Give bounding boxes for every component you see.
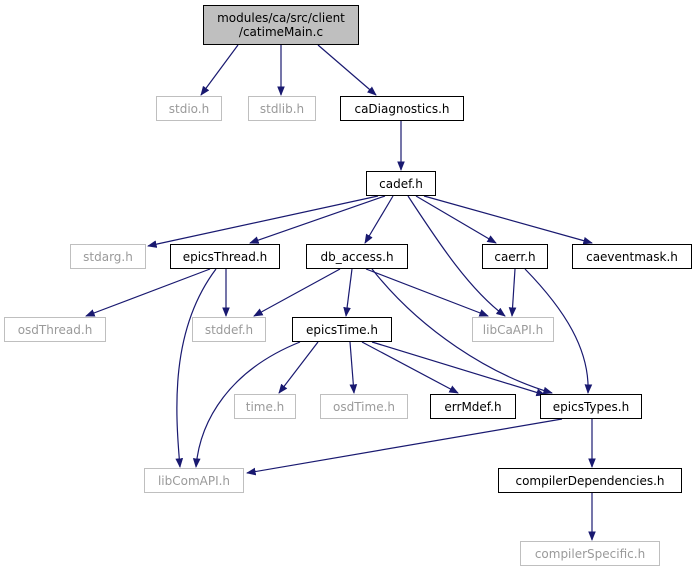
edge-cadef-caeventmask <box>423 195 593 245</box>
node-label: stdarg.h <box>83 249 133 264</box>
node-label: libCaAPI.h <box>482 322 544 337</box>
node-label: errMdef.h <box>444 399 502 414</box>
node-label: stdlib.h <box>259 101 305 116</box>
edge-caerr-libCaAPI <box>508 268 517 317</box>
node-time-h: time.h <box>234 394 296 419</box>
node-label: caeventmask.h <box>586 249 678 264</box>
edge-epicsTime-libComAPI <box>192 341 301 468</box>
node-stdio-h: stdio.h <box>156 96 222 121</box>
node-libCaAPI-h: libCaAPI.h <box>472 317 554 342</box>
edge-cadef-stdarg <box>147 195 379 248</box>
node-compilerDependencies-h[interactable]: compilerDependencies.h <box>498 468 682 493</box>
edge-root-caDiagnostics <box>317 44 377 96</box>
node-label: osdTime.h <box>333 399 395 414</box>
root-label-line1: modules/ca/src/client <box>217 11 345 25</box>
edge-epicsTime-errMdef <box>361 341 459 394</box>
node-label: caDiagnostics.h <box>354 101 450 116</box>
node-label: epicsThread.h <box>182 249 268 264</box>
node-libComAPI-h: libComAPI.h <box>144 468 244 493</box>
node-stddef-h: stddef.h <box>192 317 266 342</box>
node-label: stddef.h <box>204 322 254 337</box>
edge-epicsThread-osdThread <box>85 268 211 317</box>
edge-db_access-stddef <box>253 268 341 317</box>
node-label: db_access.h <box>320 249 394 264</box>
edge-cadef-libCaAPI <box>407 195 506 317</box>
node-cadef-h[interactable]: cadef.h <box>366 171 436 196</box>
node-label: epicsTypes.h <box>552 399 630 414</box>
node-label: time.h <box>245 399 285 414</box>
node-stdarg-h: stdarg.h <box>70 244 146 269</box>
edge-cadef-epicsThread <box>249 195 386 244</box>
edge-caerr-epicsTypes <box>524 268 593 394</box>
node-label: epicsTime.h <box>306 322 378 337</box>
node-osdThread-h: osdThread.h <box>4 317 106 342</box>
node-catimeMain-c: modules/ca/src/client /catimeMain.c <box>203 5 359 45</box>
node-db_access-h[interactable]: db_access.h <box>306 244 408 269</box>
node-caerr-h[interactable]: caerr.h <box>482 244 548 269</box>
edge-epicsTypes-libComAPI <box>246 418 563 476</box>
edge-epicsTime-epicsTypes <box>371 341 546 397</box>
edge-epicsTime-time <box>278 341 319 394</box>
edge-db_access-epicsTime <box>343 268 353 317</box>
node-epicsTypes-h[interactable]: epicsTypes.h <box>540 394 642 419</box>
node-caDiagnostics-h[interactable]: caDiagnostics.h <box>340 96 464 121</box>
node-epicsThread-h[interactable]: epicsThread.h <box>170 244 280 269</box>
node-osdTime-h: osdTime.h <box>320 394 408 419</box>
node-epicsTime-h[interactable]: epicsTime.h <box>292 317 392 342</box>
node-compilerSpecific-h: compilerSpecific.h <box>520 541 660 566</box>
node-label: libComAPI.h <box>157 473 231 488</box>
edge-epicsThread-libComAPI <box>175 268 217 468</box>
edge-db_access-libCaAPI <box>365 268 489 317</box>
node-stdlib-h: stdlib.h <box>248 96 316 121</box>
edge-root-stdio <box>200 44 239 96</box>
node-label: cadef.h <box>379 176 423 191</box>
node-label: stdio.h <box>168 101 210 116</box>
node-label: compilerSpecific.h <box>534 546 646 561</box>
node-caeventmask-h[interactable]: caeventmask.h <box>572 244 692 269</box>
edge-cadef-caerr <box>415 195 497 244</box>
node-label: osdThread.h <box>17 322 93 337</box>
node-errMdef-h[interactable]: errMdef.h <box>430 394 516 419</box>
edge-cadef-db_access <box>364 195 394 244</box>
root-label-line2: /catimeMain.c <box>238 25 324 39</box>
node-label: caerr.h <box>494 249 536 264</box>
edge-db_access-epicsTypes <box>371 268 553 395</box>
edge-epicsTime-osdTime <box>349 341 358 394</box>
node-label: compilerDependencies.h <box>515 473 665 488</box>
edges <box>85 44 596 541</box>
